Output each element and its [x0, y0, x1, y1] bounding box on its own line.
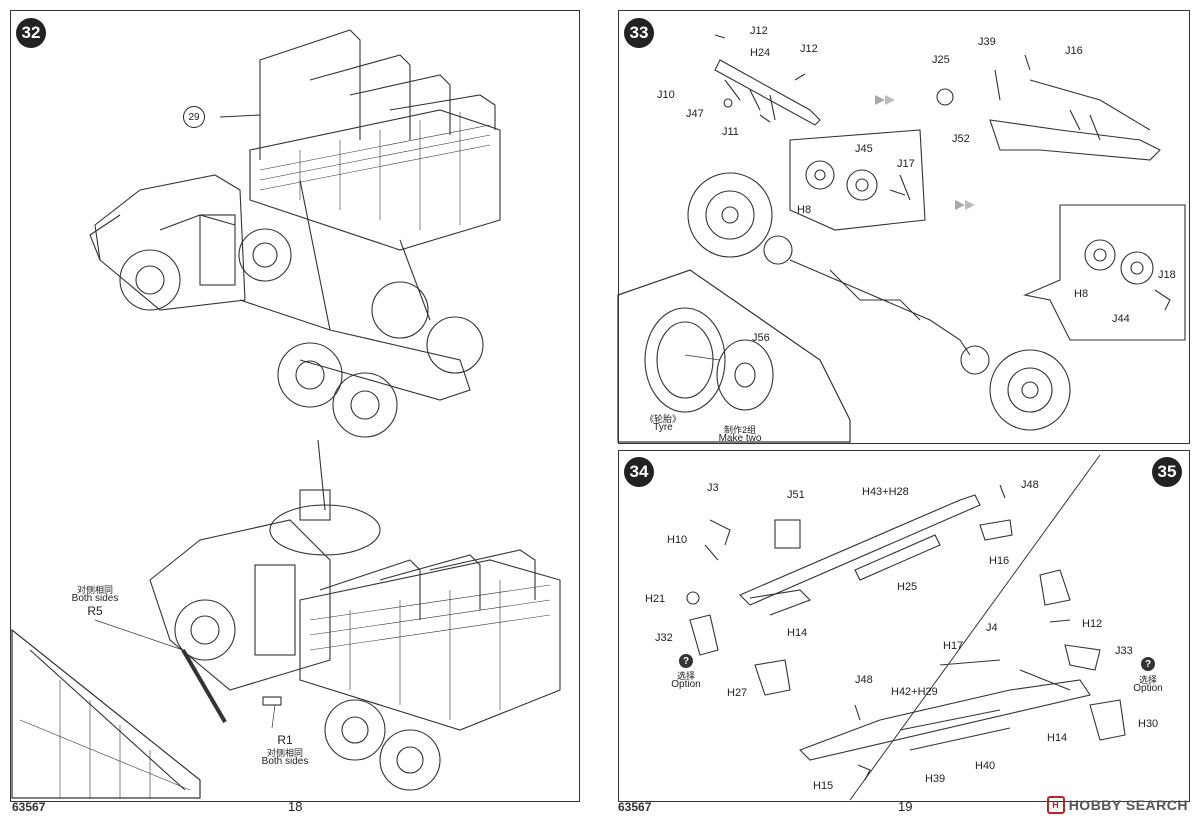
step-34-35-illustration: [686, 454, 1126, 801]
part-r1: R1: [277, 733, 293, 747]
part-h24: H24: [750, 47, 771, 59]
r1-cn-note: 对侧相同: [266, 748, 304, 758]
part-j17: J17: [897, 158, 915, 170]
option-right-cn: 选择: [1138, 675, 1158, 685]
hobby-search-logo-icon: H: [1046, 796, 1065, 814]
part-j56: J56: [752, 332, 770, 344]
option-left-en: Option: [671, 679, 701, 690]
step-34-badge: 34: [624, 457, 654, 487]
left-page-frame: [10, 10, 580, 802]
part-h17: H17: [943, 640, 964, 652]
part-j12-top: J12: [750, 25, 768, 37]
part-j11: J11: [722, 126, 739, 138]
part-h21: H21: [645, 593, 666, 605]
part-j44: J44: [1112, 313, 1130, 325]
part-h12: H12: [1082, 618, 1103, 630]
part-h27: H27: [727, 687, 748, 699]
part-j3: J3: [707, 482, 719, 494]
part-j47: J47: [686, 108, 704, 120]
part-j10: J10: [657, 89, 675, 101]
part-h39: H39: [925, 773, 946, 785]
make-two-en-note: Make two: [718, 433, 762, 444]
part-h43-h28: H43+H28: [862, 486, 909, 498]
part-j48-top: J48: [1021, 479, 1039, 491]
r1-en-note: Both sides: [261, 756, 309, 767]
part-h10: H10: [667, 534, 688, 546]
r5-cn-note: 对侧相同: [76, 585, 114, 595]
part-h15: H15: [813, 780, 834, 792]
part-h8-right: H8: [1074, 288, 1089, 300]
step-33-illustration: [617, 34, 1186, 443]
part-h14-left: H14: [787, 627, 808, 639]
step-33-badge: 33: [624, 18, 654, 48]
part-j48-bottom: J48: [855, 674, 873, 686]
left-page: 32: [0, 0, 590, 820]
truck-bottom-illustration: [11, 439, 561, 799]
part-r5: R5: [87, 604, 103, 618]
step-34-35-frame: [618, 450, 1190, 802]
part-j39: J39: [978, 36, 996, 48]
option-right-en: Option: [1133, 683, 1163, 694]
option-left-cn: 选择: [676, 671, 696, 681]
right-product-code: 63567: [618, 800, 652, 814]
callout-29: 29: [183, 106, 205, 128]
part-j16: J16: [1065, 45, 1083, 57]
part-h14-right: H14: [1047, 732, 1068, 744]
r5-en-note: Both sides: [71, 593, 119, 604]
right-page: 33: [600, 0, 1200, 820]
step-32-badge: 32: [16, 18, 46, 48]
part-h8-inset: H8: [797, 204, 812, 216]
hobby-search-watermark: H HOBBY SEARCH: [1046, 796, 1188, 814]
part-j12-right: J12: [800, 43, 818, 55]
part-h25: H25: [897, 581, 918, 593]
option-left-question-icon: ?: [679, 654, 693, 668]
part-j25: J25: [932, 54, 950, 66]
option-right-question-icon: ?: [1141, 657, 1155, 671]
make-two-cn-note: 制作2组: [723, 425, 757, 435]
part-j32: J32: [655, 632, 673, 644]
truck-top-illustration: [89, 29, 501, 438]
part-j18: J18: [1158, 269, 1176, 281]
tyre-cn-note: 《轮胎》: [644, 414, 682, 424]
part-j45: J45: [855, 143, 873, 155]
tyre-en-note: Tyre: [653, 422, 673, 433]
step-33-frame: [618, 10, 1190, 444]
part-h42-h29: H42+H29: [891, 686, 938, 698]
right-page-number: 19: [898, 799, 913, 814]
step-35-badge: 35: [1152, 457, 1182, 487]
part-j52: J52: [952, 133, 970, 145]
part-j4: J4: [986, 622, 998, 634]
part-j51: J51: [787, 489, 805, 501]
left-page-number: 18: [288, 799, 303, 814]
watermark-text: HOBBY SEARCH: [1068, 797, 1188, 813]
part-h16: H16: [989, 555, 1010, 567]
left-product-code: 63567: [12, 800, 46, 814]
part-j33: J33: [1115, 645, 1133, 657]
part-h30: H30: [1138, 718, 1159, 730]
part-h40: H40: [975, 760, 996, 772]
